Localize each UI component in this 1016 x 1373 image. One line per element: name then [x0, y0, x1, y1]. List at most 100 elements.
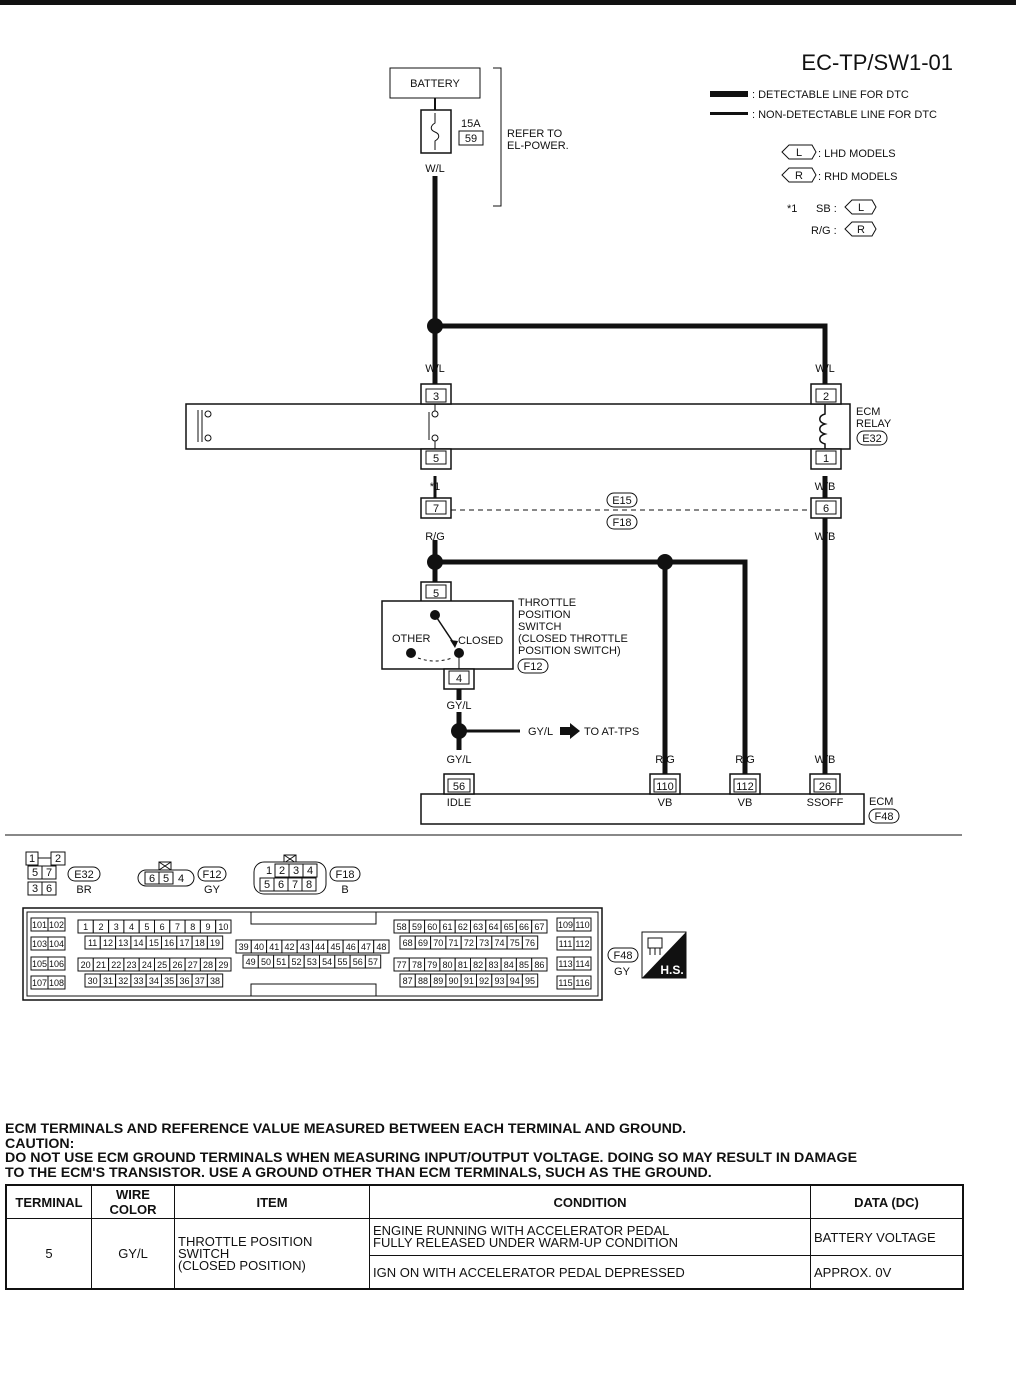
- f48-pin: 4: [129, 922, 134, 932]
- f48-pin: 1: [83, 922, 88, 932]
- f48-pin: 36: [179, 976, 189, 986]
- f48-pin: 80: [443, 960, 453, 970]
- f48-pin-box: [573, 975, 592, 990]
- rg-label: R/G :: [811, 225, 837, 237]
- f48-pin: 39: [239, 942, 249, 952]
- f48-pin: 44: [315, 942, 325, 952]
- f48-pin: 27: [188, 960, 198, 970]
- svg-text:SWITCH: SWITCH: [518, 621, 561, 633]
- svg-text:2: 2: [55, 853, 61, 865]
- col-data: DATA (DC): [810, 1184, 964, 1219]
- ecm-terminal-name: SSOFF: [807, 797, 844, 809]
- f48-pin: 73: [479, 938, 489, 948]
- svg-text:L: L: [858, 202, 864, 214]
- svg-text:BR: BR: [76, 884, 91, 896]
- f48-pin: 58: [397, 922, 407, 932]
- f18-pin: 5: [264, 879, 270, 891]
- ecm-terminal-name: IDLE: [447, 797, 471, 809]
- svg-text:6: 6: [823, 503, 829, 515]
- col-item: ITEM: [174, 1184, 370, 1219]
- svg-text:THROTTLE: THROTTLE: [518, 597, 576, 609]
- f48-pin-box: [47, 917, 66, 932]
- f48-pin: 30: [88, 976, 98, 986]
- ecm-terminal-no: 26: [819, 781, 831, 793]
- f48-pin: 74: [494, 938, 504, 948]
- f48-pin: 115: [558, 978, 572, 988]
- svg-text:2: 2: [823, 391, 829, 403]
- f48-pin: 90: [449, 976, 459, 986]
- f48-pin: 84: [504, 960, 514, 970]
- f48-pin: 102: [49, 920, 64, 930]
- f48-pin-box: [373, 939, 390, 954]
- diagram-code: EC-TP/SW1-01: [801, 50, 953, 75]
- svg-text:F18: F18: [613, 517, 632, 529]
- f48-pin: 15: [149, 938, 159, 948]
- f18-pin: 4: [307, 865, 313, 877]
- legend-rhd: : RHD MODELS: [818, 171, 897, 183]
- f48-pin-box: [215, 957, 232, 972]
- f48-pin: 13: [118, 938, 128, 948]
- f48-pin: 68: [403, 938, 413, 948]
- svg-text:5: 5: [32, 867, 38, 879]
- f48-pin: 55: [337, 957, 347, 967]
- f48-pin: 62: [458, 922, 468, 932]
- f48-pin: 20: [81, 960, 91, 970]
- f18-pin-box: [302, 863, 318, 878]
- svg-text:CLOSED: CLOSED: [458, 635, 503, 647]
- f48-pin: 78: [412, 960, 422, 970]
- svg-text:4: 4: [456, 673, 462, 685]
- f48-pin: 85: [519, 960, 529, 970]
- f48-pin: 19: [210, 938, 220, 948]
- col-condition: CONDITION: [369, 1184, 811, 1219]
- f48-pin: 91: [464, 976, 474, 986]
- ecm-relay: ECM RELAY E32: [185, 403, 892, 450]
- svg-text:1: 1: [29, 853, 35, 865]
- svg-text:GY/L: GY/L: [528, 726, 553, 738]
- svg-text:5: 5: [433, 453, 439, 465]
- f48-pin-box: [521, 973, 539, 988]
- throttle-position-switch: 5 OTHER CLOSED 4 THROTTLE POSITION SWITC…: [381, 581, 628, 690]
- ecm-terminal-name: VB: [738, 797, 753, 809]
- svg-text:ECM: ECM: [856, 406, 880, 418]
- legend: : DETECTABLE LINE FOR DTC : NON-DETECTAB…: [710, 89, 937, 237]
- legend-non-detectable: : NON-DETECTABLE LINE FOR DTC: [752, 109, 937, 121]
- legend-detectable: : DETECTABLE LINE FOR DTC: [752, 89, 909, 101]
- f48-pin: 40: [254, 942, 264, 952]
- f48-pin-box: [364, 954, 382, 969]
- table-header-row: TERMINAL WIRE COLOR ITEM CONDITION DATA …: [5, 1184, 964, 1219]
- sb-label: SB :: [816, 203, 837, 215]
- f48-pin: 26: [172, 960, 182, 970]
- f48-pin-box: [47, 936, 66, 951]
- ecm-terminal-table: TERMINAL WIRE COLOR ITEM CONDITION DATA …: [5, 1184, 964, 1290]
- f48-pin: 109: [558, 920, 573, 930]
- f48-pin: 108: [49, 978, 64, 988]
- cell-item: THROTTLE POSITION SWITCH (CLOSED POSITIO…: [174, 1218, 370, 1290]
- fuse-amp: 15A: [461, 118, 481, 130]
- f48-pin: 65: [504, 922, 514, 932]
- f48-pin: 8: [190, 922, 195, 932]
- note-caution: CAUTION:: [5, 1135, 75, 1152]
- f48-pin: 101: [32, 920, 47, 930]
- ecm-terminal-no: 112: [736, 781, 754, 793]
- f48-pin: 113: [558, 959, 572, 969]
- f48-pin: 54: [322, 957, 332, 967]
- f48-pin: 112: [575, 939, 589, 949]
- f48-pin: 12: [103, 938, 113, 948]
- f48-pin: 116: [575, 978, 589, 988]
- f48-pin: 59: [412, 922, 422, 932]
- f48-pin: 11: [88, 938, 97, 948]
- svg-text:BATTERY: BATTERY: [410, 78, 460, 90]
- f48-pin: 93: [494, 976, 504, 986]
- f48-pin: 17: [179, 938, 189, 948]
- svg-text:R/G: R/G: [735, 754, 755, 766]
- ecm-terminal-no: 110: [656, 781, 674, 793]
- svg-text:7: 7: [433, 503, 439, 515]
- f48-pin: 48: [376, 942, 386, 952]
- f48-pin: 110: [575, 920, 589, 930]
- f48-pin-box: [531, 957, 548, 972]
- f48-pin-box: [206, 935, 224, 950]
- svg-text:1: 1: [823, 453, 829, 465]
- f48-pin: 41: [269, 942, 279, 952]
- f18-pin: 2: [279, 865, 285, 877]
- svg-text:GY: GY: [614, 966, 631, 978]
